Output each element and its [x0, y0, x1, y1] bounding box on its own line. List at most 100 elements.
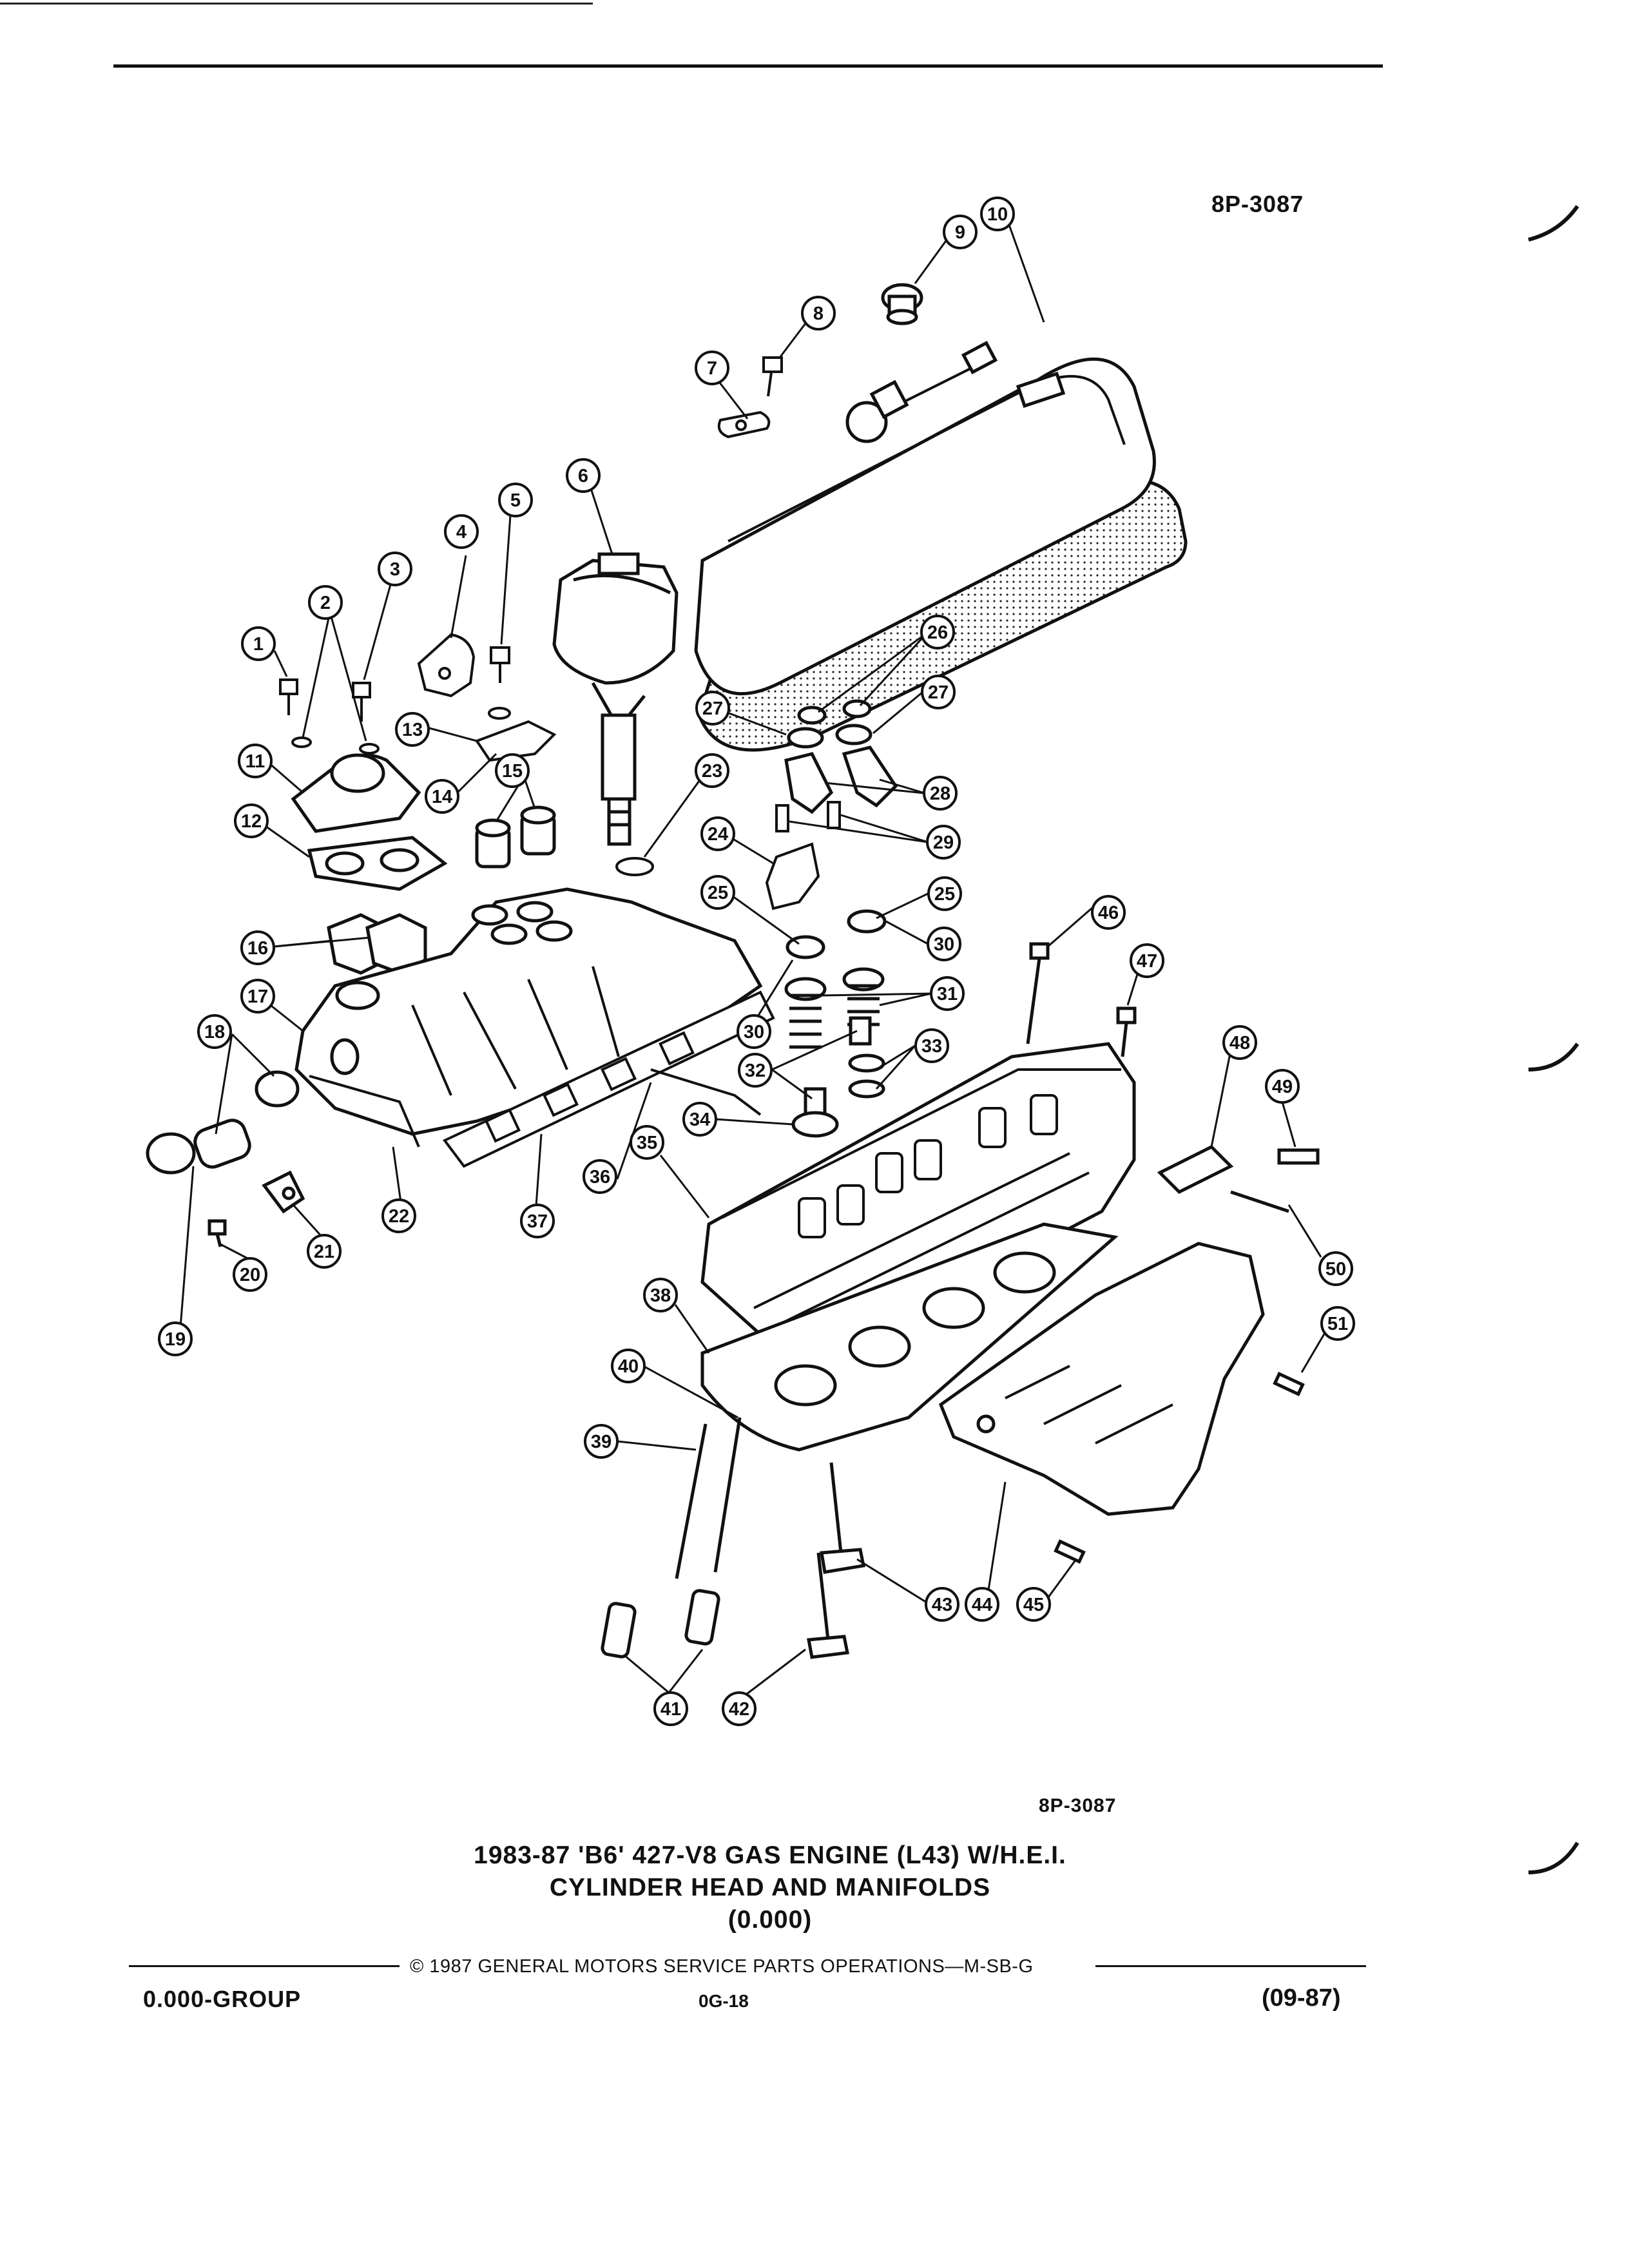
- svg-text:25: 25: [708, 883, 728, 903]
- svg-text:13: 13: [402, 720, 423, 740]
- svg-text:45: 45: [1023, 1595, 1044, 1615]
- callout-36: 36: [583, 1159, 617, 1194]
- thermostat-housing: [327, 913, 427, 975]
- callout-20: 20: [233, 1257, 267, 1292]
- svg-text:21: 21: [314, 1242, 334, 1262]
- leader-lines: [179, 215, 1333, 1697]
- callout-45: 45: [1016, 1587, 1051, 1622]
- callout-25b: 25: [927, 876, 962, 911]
- svg-text:30: 30: [934, 934, 954, 955]
- svg-text:36: 36: [590, 1167, 610, 1187]
- callout-12: 12: [234, 803, 269, 838]
- intake-gaskets: [309, 990, 775, 1168]
- callout-31: 31: [930, 976, 965, 1011]
- svg-text:2: 2: [320, 593, 331, 613]
- svg-text:50: 50: [1325, 1259, 1346, 1280]
- callout-44: 44: [965, 1587, 999, 1622]
- svg-text:18: 18: [204, 1022, 225, 1043]
- svg-text:16: 16: [247, 938, 268, 959]
- callout-8: 8: [801, 296, 836, 331]
- callout-21: 21: [307, 1234, 342, 1269]
- callout-40: 40: [611, 1349, 646, 1383]
- callout-16: 16: [240, 930, 275, 965]
- title-line-3: (0.000): [728, 1906, 813, 1934]
- callout-27b: 27: [921, 675, 956, 709]
- figure-id-top: 8P-3087: [1211, 191, 1304, 217]
- svg-text:27: 27: [702, 698, 723, 719]
- exhaust-hardware: [1026, 942, 1320, 1397]
- title-line-1: 1983-87 'B6' 427-V8 GAS ENGINE (L43) W/H…: [474, 1841, 1066, 1869]
- callout-28: 28: [923, 776, 958, 811]
- svg-text:8: 8: [813, 303, 824, 324]
- oil-filler-cap: [881, 283, 923, 325]
- binding-marks: [1528, 205, 1579, 1874]
- callout-15: 15: [495, 753, 530, 788]
- svg-text:15: 15: [502, 761, 523, 782]
- callout-23: 23: [695, 753, 729, 788]
- page-number: 0G-18: [699, 1991, 749, 2011]
- distributor-hardware: [417, 633, 557, 762]
- svg-text:12: 12: [241, 811, 262, 832]
- callout-3: 3: [378, 552, 412, 586]
- callout-13: 13: [395, 712, 430, 747]
- callout-35: 35: [630, 1125, 664, 1160]
- hose-and-clamps: [146, 1070, 305, 1247]
- callout-50: 50: [1318, 1251, 1353, 1286]
- callout-49: 49: [1265, 1069, 1300, 1104]
- svg-text:46: 46: [1098, 903, 1119, 923]
- svg-text:14: 14: [432, 787, 452, 807]
- svg-text:7: 7: [707, 358, 717, 379]
- valve-cover: [694, 340, 1188, 752]
- intake-manifold: [294, 887, 763, 1136]
- svg-text:38: 38: [650, 1285, 671, 1306]
- svg-text:25: 25: [934, 884, 955, 905]
- callout-46: 46: [1091, 895, 1126, 930]
- callout-30b: 30: [737, 1014, 771, 1049]
- top-edge-rule: [0, 3, 593, 5]
- svg-text:39: 39: [591, 1432, 612, 1452]
- svg-text:23: 23: [702, 761, 722, 782]
- title-line-2: CYLINDER HEAD AND MANIFOLDS: [549, 1874, 991, 1901]
- footer-rule-right: [1095, 1965, 1366, 1967]
- callout-32: 32: [738, 1053, 773, 1088]
- svg-text:41: 41: [660, 1699, 681, 1720]
- svg-text:19: 19: [165, 1329, 186, 1350]
- svg-text:27: 27: [928, 682, 949, 703]
- rocker-hardware: [615, 801, 841, 910]
- callout-24: 24: [700, 816, 735, 851]
- callout-48: 48: [1222, 1025, 1257, 1060]
- svg-text:17: 17: [247, 986, 268, 1007]
- svg-text:43: 43: [932, 1595, 952, 1615]
- svg-text:40: 40: [618, 1356, 639, 1377]
- callout-19: 19: [158, 1321, 193, 1356]
- callout-39: 39: [584, 1424, 619, 1459]
- svg-text:22: 22: [389, 1206, 409, 1227]
- callout-47: 47: [1130, 943, 1164, 978]
- svg-text:37: 37: [527, 1211, 548, 1232]
- callout-38: 38: [643, 1278, 678, 1312]
- water-outlet: [291, 753, 448, 891]
- callout-29: 29: [926, 825, 961, 860]
- callout-27a: 27: [695, 691, 730, 726]
- callout-18: 18: [197, 1014, 232, 1049]
- svg-text:47: 47: [1137, 951, 1157, 972]
- svg-text:32: 32: [745, 1061, 766, 1081]
- thermostat-bolts: [279, 678, 380, 754]
- callout-33: 33: [914, 1028, 949, 1063]
- svg-text:34: 34: [689, 1110, 710, 1130]
- callout-25a: 25: [700, 875, 735, 910]
- callout-5: 5: [498, 483, 533, 517]
- svg-text:49: 49: [1272, 1077, 1293, 1097]
- callout-43: 43: [925, 1587, 959, 1622]
- svg-text:29: 29: [933, 832, 954, 853]
- exhaust-manifold: [938, 1242, 1265, 1564]
- head-gasket: [700, 1222, 1119, 1452]
- callout-17: 17: [240, 979, 275, 1014]
- valves: [807, 1462, 865, 1659]
- figure-title: 1983-87 'B6' 427-V8 GAS ENGINE (L43) W/H…: [348, 1840, 1192, 1936]
- svg-text:31: 31: [937, 984, 958, 1004]
- callout-26: 26: [920, 615, 955, 649]
- date-code: (09-87): [1262, 1984, 1341, 2012]
- svg-text:6: 6: [578, 466, 588, 486]
